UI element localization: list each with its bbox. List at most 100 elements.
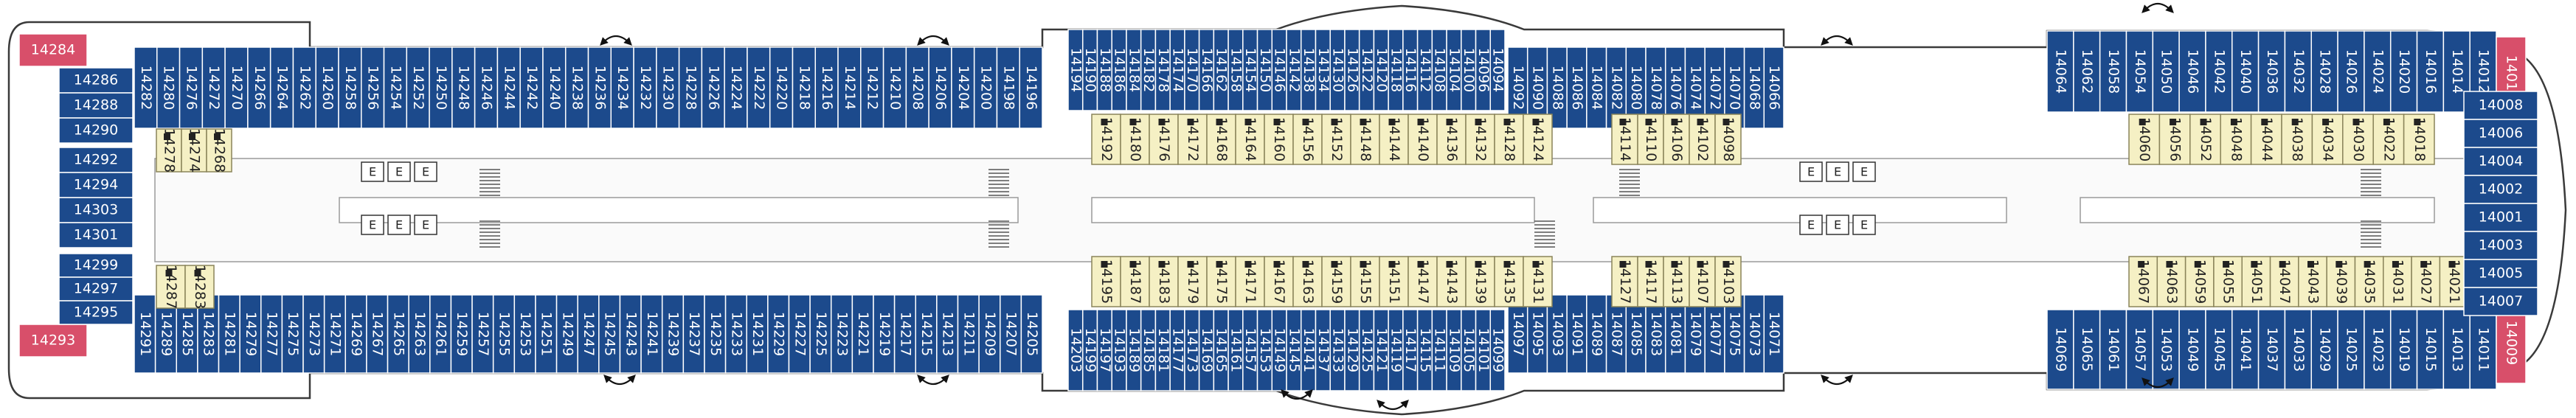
cabin-14184[interactable]: 14184	[1126, 29, 1142, 111]
cabin-14055[interactable]: 14055	[2213, 256, 2243, 307]
cabin-14068[interactable]: 14068	[1743, 46, 1765, 129]
cabin-14094[interactable]: 14094	[1489, 29, 1506, 111]
cabin-14083[interactable]: 14083	[1645, 294, 1666, 374]
cabin-14006[interactable]: 14006	[2463, 119, 2538, 148]
cabin-14132[interactable]: 14132	[1465, 114, 1495, 165]
cabin-14129[interactable]: 14129	[1344, 309, 1360, 391]
cabin-14028[interactable]: 14028	[2310, 30, 2338, 113]
cabin-14238[interactable]: 14238	[564, 46, 589, 129]
cabin-14159[interactable]: 14159	[1321, 256, 1351, 307]
cabin-14138[interactable]: 14138	[1300, 29, 1317, 111]
cabin-14240[interactable]: 14240	[542, 46, 567, 129]
cabin-14126[interactable]: 14126	[1344, 29, 1360, 111]
cabin-14051[interactable]: 14051	[2241, 256, 2271, 307]
cabin-14158[interactable]: 14158	[1228, 29, 1244, 111]
cabin-14054[interactable]: 14054	[2125, 30, 2154, 113]
cabin-14144[interactable]: 14144	[1379, 114, 1409, 165]
cabin-14118[interactable]: 14118	[1388, 29, 1405, 111]
cabin-14291[interactable]: 14291	[134, 294, 156, 374]
cabin-14032[interactable]: 14032	[2284, 30, 2312, 113]
cabin-14264[interactable]: 14264	[269, 46, 294, 129]
cabin-14048[interactable]: 14048	[2220, 114, 2252, 165]
cabin-14101[interactable]: 14101	[1475, 309, 1492, 391]
cabin-14062[interactable]: 14062	[2073, 30, 2101, 113]
cabin-14149[interactable]: 14149	[1271, 309, 1288, 391]
cabin-14096[interactable]: 14096	[1475, 29, 1492, 111]
cabin-14209[interactable]: 14209	[978, 294, 1001, 374]
cabin-14263[interactable]: 14263	[408, 294, 431, 374]
cabin-14152[interactable]: 14152	[1321, 114, 1351, 165]
cabin-14018[interactable]: 14018	[2403, 114, 2435, 165]
cabin-14272[interactable]: 14272	[201, 46, 226, 129]
cabin-14236[interactable]: 14236	[587, 46, 612, 129]
cabin-14228[interactable]: 14228	[678, 46, 703, 129]
cabin-14283[interactable]: 14283	[197, 294, 220, 374]
cabin-14281[interactable]: 14281	[218, 294, 240, 374]
cabin-14023[interactable]: 14023	[2364, 309, 2392, 390]
cabin-14210[interactable]: 14210	[882, 46, 907, 129]
cabin-14141[interactable]: 14141	[1300, 309, 1317, 391]
cabin-14279[interactable]: 14279	[239, 294, 262, 374]
cabin-14208[interactable]: 14208	[905, 46, 929, 129]
cabin-14251[interactable]: 14251	[535, 294, 558, 374]
cabin-14053[interactable]: 14053	[2152, 309, 2180, 390]
cabin-14290[interactable]: 14290	[58, 117, 134, 144]
cabin-14147[interactable]: 14147	[1408, 256, 1438, 307]
cabin-14046[interactable]: 14046	[2178, 30, 2206, 113]
cabin-14033[interactable]: 14033	[2284, 309, 2312, 390]
cabin-14040[interactable]: 14040	[2232, 30, 2260, 113]
cabin-14134[interactable]: 14134	[1315, 29, 1332, 111]
cabin-14212[interactable]: 14212	[860, 46, 884, 129]
cabin-14020[interactable]: 14020	[2389, 30, 2418, 113]
cabin-14244[interactable]: 14244	[496, 46, 521, 129]
cabin-14105[interactable]: 14105	[1461, 309, 1477, 391]
cabin-14284[interactable]: 14284	[18, 33, 88, 67]
cabin-14274[interactable]: 14274	[181, 128, 207, 173]
cabin-14183[interactable]: 14183	[1149, 256, 1179, 307]
cabin-14193[interactable]: 14193	[1111, 309, 1128, 391]
cabin-14275[interactable]: 14275	[281, 294, 304, 374]
cabin-14117[interactable]: 14117	[1402, 309, 1419, 391]
cabin-14175[interactable]: 14175	[1206, 256, 1236, 307]
cabin-14029[interactable]: 14029	[2310, 309, 2338, 390]
cabin-14258[interactable]: 14258	[338, 46, 362, 129]
cabin-14197[interactable]: 14197	[1096, 309, 1113, 391]
cabin-14266[interactable]: 14266	[247, 46, 271, 129]
cabin-14022[interactable]: 14022	[2372, 114, 2405, 165]
cabin-14188[interactable]: 14188	[1096, 29, 1113, 111]
cabin-14161[interactable]: 14161	[1228, 309, 1244, 391]
cabin-14282[interactable]: 14282	[134, 46, 158, 129]
cabin-14269[interactable]: 14269	[344, 294, 367, 374]
cabin-14203[interactable]: 14203	[1067, 309, 1084, 391]
cabin-14087[interactable]: 14087	[1605, 294, 1627, 374]
cabin-14098[interactable]: 14098	[1714, 114, 1742, 165]
cabin-14150[interactable]: 14150	[1256, 29, 1273, 111]
cabin-14042[interactable]: 14042	[2205, 30, 2233, 113]
cabin-14187[interactable]: 14187	[1120, 256, 1150, 307]
cabin-14037[interactable]: 14037	[2257, 309, 2286, 390]
cabin-14231[interactable]: 14231	[746, 294, 769, 374]
cabin-14043[interactable]: 14043	[2298, 256, 2327, 307]
cabin-14117[interactable]: 14117	[1637, 256, 1664, 307]
cabin-14256[interactable]: 14256	[361, 46, 385, 129]
cabin-14248[interactable]: 14248	[451, 46, 476, 129]
cabin-14024[interactable]: 14024	[2364, 30, 2392, 113]
cabin-14173[interactable]: 14173	[1184, 309, 1200, 391]
cabin-14232[interactable]: 14232	[633, 46, 657, 129]
cabin-14136[interactable]: 14136	[1436, 114, 1467, 165]
cabin-14069[interactable]: 14069	[2046, 309, 2074, 390]
cabin-14064[interactable]: 14064	[2046, 30, 2074, 113]
cabin-14213[interactable]: 14213	[936, 294, 959, 374]
cabin-14154[interactable]: 14154	[1242, 29, 1258, 111]
cabin-14260[interactable]: 14260	[315, 46, 339, 129]
cabin-14114[interactable]: 14114	[1611, 114, 1638, 165]
cabin-14125[interactable]: 14125	[1358, 309, 1375, 391]
cabin-14293[interactable]: 14293	[18, 324, 88, 358]
cabin-14031[interactable]: 14031	[2383, 256, 2412, 307]
cabin-14237[interactable]: 14237	[682, 294, 705, 374]
cabin-14215[interactable]: 14215	[915, 294, 938, 374]
cabin-14097[interactable]: 14097	[1507, 294, 1528, 374]
cabin-14067[interactable]: 14067	[2128, 256, 2158, 307]
cabin-14241[interactable]: 14241	[640, 294, 663, 374]
cabin-14239[interactable]: 14239	[661, 294, 685, 374]
